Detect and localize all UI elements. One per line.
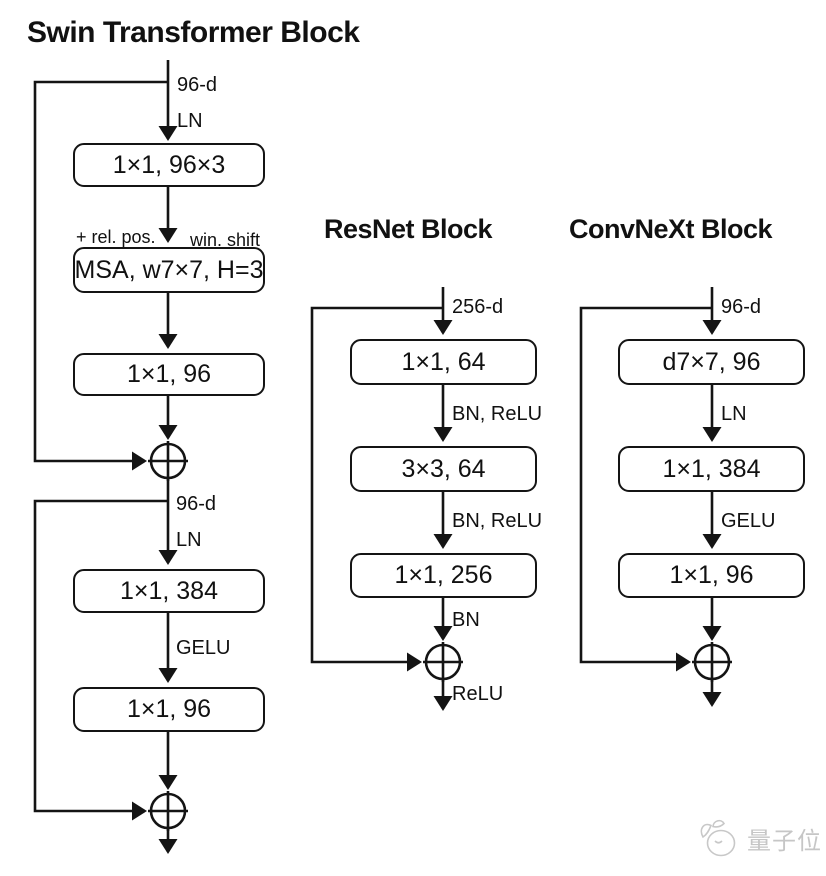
swin-rel-pos-label: + rel. pos. [76,227,156,247]
swin-norm1-label: LN [177,110,203,132]
swin-win-shift-label: win. shift [190,230,261,250]
convnext-flow-lines [579,287,722,707]
resnet-bn-label: BN [452,609,480,631]
watermark: 量子位 [694,818,822,858]
resnet-title: ResNet Block [324,214,493,244]
swin-flow-lines [33,60,178,854]
swin-conv4-box: 1×1, 96 [73,687,265,732]
resnet-input-dim-label: 256-d [452,296,504,318]
swin-add2-icon [148,791,188,831]
resnet-add-icon [423,642,463,682]
swin-input-dim-label: 96-d [177,74,218,96]
resnet-relu-label: ReLU [452,683,504,705]
watermark-text: 量子位 [747,827,822,855]
swin-norm2-label: LN [176,529,202,551]
resnet-conv2-box: 3×3, 64 [350,446,537,492]
resnet-flow-lines [310,287,453,711]
swin-gelu-label: GELU [176,637,231,659]
swin-conv1-box: 1×1, 96×3 [73,143,265,187]
resnet-conv3-box: 1×1, 256 [350,553,537,598]
resnet-bn-relu1-label: BN, ReLU [452,403,543,425]
convnext-conv1-box: d7×7, 96 [618,339,805,385]
convnext-conv3-box: 1×1, 96 [618,553,805,598]
convnext-ln-label: LN [721,403,747,425]
swin-conv2-box: 1×1, 96 [73,353,265,396]
convnext-gelu-label: GELU [721,510,776,532]
qbitai-mascot-icon [700,819,736,857]
swin-mid-dim-label: 96-d [176,493,217,515]
convnext-input-dim-label: 96-d [721,296,762,318]
swin-title: Swin Transformer Block [27,16,360,49]
swin-conv3-box: 1×1, 384 [73,569,265,613]
convnext-title: ConvNeXt Block [569,214,773,244]
convnext-conv2-box: 1×1, 384 [618,446,805,492]
resnet-conv1-box: 1×1, 64 [350,339,537,385]
convnext-add-icon [692,642,732,682]
swin-add1-icon [148,441,188,481]
resnet-bn-relu2-label: BN, ReLU [452,510,543,532]
swin-msa-box: MSA, w7×7, H=3 [73,247,265,293]
